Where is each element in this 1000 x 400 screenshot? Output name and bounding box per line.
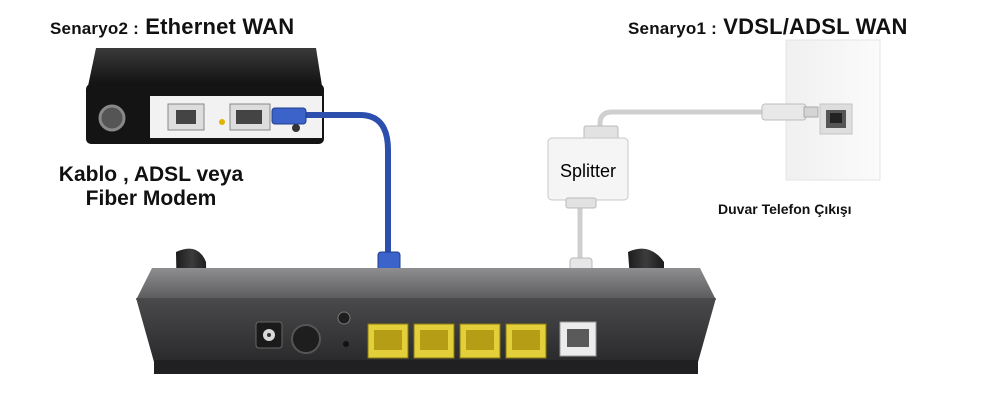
modem-label-line2: Fiber Modem	[85, 187, 217, 210]
lan-ports	[367, 323, 547, 359]
scenario1-heading: VDSL/ADSL WAN	[723, 14, 908, 39]
wall-outlet-label: Duvar Telefon Çıkışı	[718, 201, 852, 217]
splitter	[547, 125, 629, 209]
scenario2-prefix: Senaryo2 :	[50, 19, 139, 38]
scenario1-title: Senaryo1 : VDSL/ADSL WAN	[628, 14, 908, 40]
modem	[86, 48, 324, 144]
router	[136, 248, 716, 374]
scenario2-title: Senaryo2 : Ethernet WAN	[50, 14, 294, 40]
splitter-label: Splitter	[559, 161, 617, 181]
scenario2-heading: Ethernet WAN	[145, 14, 295, 39]
modem-label: Kablo , ADSL veya Fiber Modem	[36, 163, 266, 211]
modem-label-line1: Kablo , ADSL veya	[58, 163, 244, 186]
scenario1-prefix: Senaryo1 :	[628, 19, 717, 38]
